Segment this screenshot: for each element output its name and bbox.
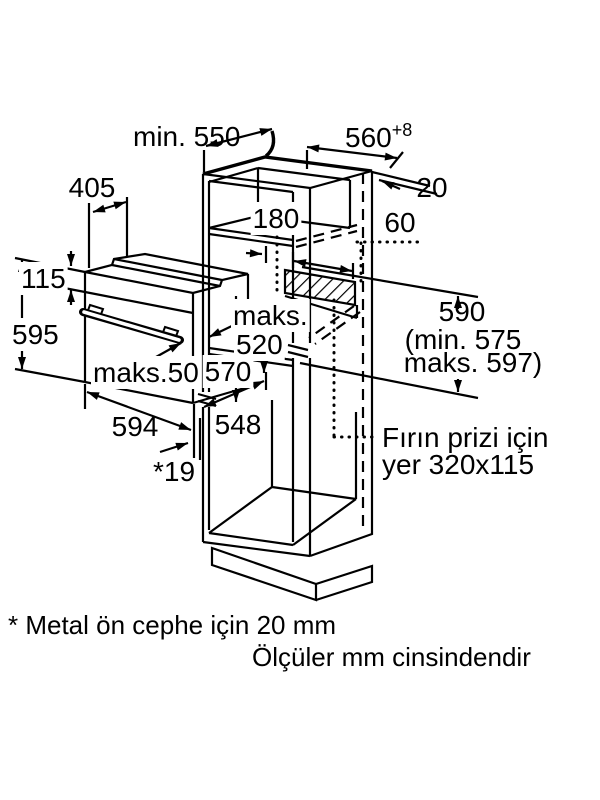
dim-maks-word: maks. — [233, 300, 308, 331]
dimension-lines — [14, 127, 479, 460]
dim-oven-top-405: 405 — [69, 172, 116, 203]
socket-note-line2: yer 320x115 — [382, 449, 534, 480]
dim-front-gap-19: *19 — [153, 456, 195, 487]
dim-niche-depth-548: 548 — [215, 409, 262, 440]
dim-niche-height-590: 590 — [439, 296, 486, 327]
units-note: Ölçüler mm cinsindendir — [252, 642, 531, 672]
dim-maks-word-bg — [231, 299, 310, 332]
oven-handle — [79, 303, 184, 344]
dim-oven-height-595-bg — [10, 318, 61, 351]
dim-shelf-height-180-bg — [250, 202, 302, 235]
dim-niche-570-bg — [202, 355, 254, 388]
dim-niche-depth-548-bg — [212, 408, 264, 441]
control-panel-line — [84, 290, 194, 315]
dim-niche-570: 570 — [205, 356, 252, 387]
dim-maks-520: 520 — [236, 329, 283, 360]
dim-niche-height-maks597: maks. 597) — [404, 347, 543, 378]
dim-panel-height-115: 115 — [21, 263, 66, 294]
reference-dotted-lines — [275, 235, 420, 439]
dim-top-depth-min550: min. 550 — [133, 121, 240, 152]
dim-rear-gap-20: 20 — [416, 172, 447, 203]
dim-oven-width-594: 594 — [112, 411, 159, 442]
metal-front-note: * Metal ön cephe için 20 mm — [8, 610, 337, 640]
socket-note-line1: Fırın prizi için — [382, 422, 548, 453]
dim-vent-gap-60: 60 — [384, 207, 415, 238]
dim-niche-width-560: 560+8 — [345, 120, 412, 153]
dim-handle-maks-50-bg — [91, 356, 201, 389]
dim-oven-height-595: 595 — [12, 319, 59, 350]
dim-handle-maks-50: maks.50 — [93, 357, 199, 388]
dim-panel-height-115-bg — [19, 262, 68, 295]
dim-shelf-height-180: 180 — [253, 203, 300, 234]
dim-niche-height-min575: (min. 575 — [405, 324, 522, 355]
